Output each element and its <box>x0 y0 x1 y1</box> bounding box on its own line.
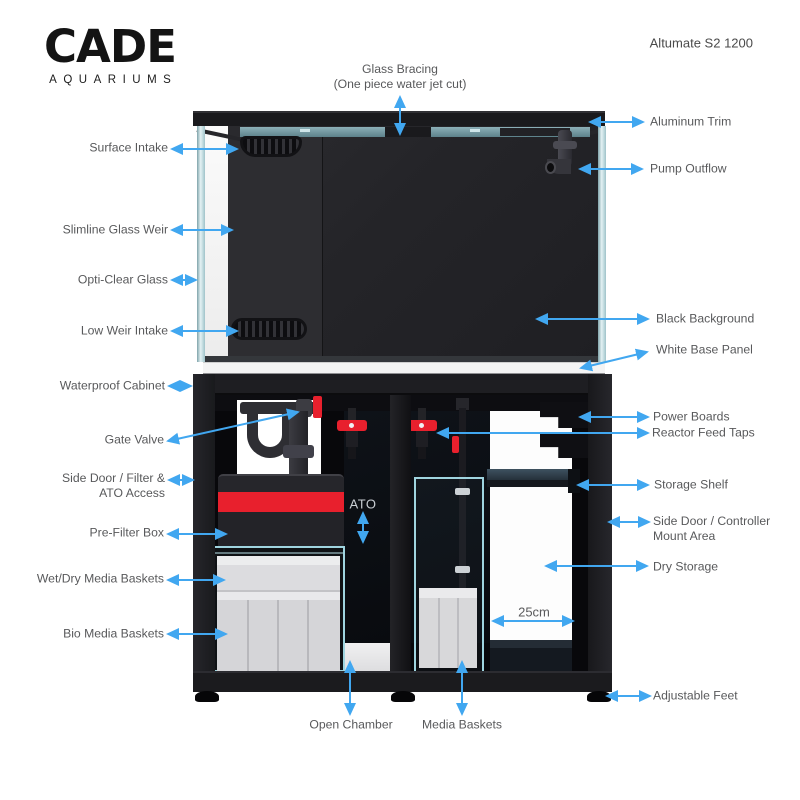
callout-media-baskets: Media Baskets <box>422 717 502 732</box>
cabinet-right-column <box>588 374 612 692</box>
gate-valve-handle <box>313 396 322 418</box>
callout-black-background: Black Background <box>656 311 755 326</box>
bracing-bracket <box>470 129 480 132</box>
callout-reactor-feed-taps: Reactor Feed Taps <box>652 425 755 440</box>
callout-opti-clear-glass: Opti-Clear Glass <box>77 272 168 287</box>
reactor-tap-body <box>416 431 428 447</box>
surface-intake-grate <box>240 136 302 157</box>
glass-panel-right <box>598 126 606 362</box>
bracing-clamp <box>385 127 431 137</box>
cabinet-left-column <box>193 374 215 692</box>
storage-shelf-surface <box>487 469 577 480</box>
dosing-pipe-union <box>455 566 470 573</box>
product-title: Altumate S2 1200 <box>649 35 753 51</box>
callout-white-base-panel: White Base Panel <box>656 342 753 357</box>
reactor-tap-tip <box>418 447 426 459</box>
reactor-tap-dot <box>349 423 354 428</box>
callout-dry-storage: Dry Storage <box>653 559 719 574</box>
callout-surface-intake: Surface Intake <box>89 140 168 155</box>
reactor-tap-stem <box>418 408 426 422</box>
storage-shelf-bracket <box>568 469 580 493</box>
ato-label: ATO <box>349 496 377 512</box>
media-basket <box>419 588 477 668</box>
adjustable-foot <box>195 691 219 702</box>
basket-divider <box>307 600 309 671</box>
cabinet-center-post <box>390 395 411 672</box>
pump-outflow-union <box>553 141 577 149</box>
pre-filter-box-body <box>218 512 344 546</box>
brand-logo: CADE AQUARIUMS <box>40 24 180 86</box>
drain-standpipe <box>289 411 308 477</box>
basket-divider <box>277 600 279 671</box>
storage-shelf-edge <box>487 480 577 487</box>
cabinet-bottom-rail <box>193 671 612 692</box>
cabinet-top-rail <box>193 374 612 395</box>
callout-gate-valve: Gate Valve <box>104 432 164 447</box>
callout-adjustable-feet: Adjustable Feet <box>653 688 738 703</box>
pump-outflow-mouth <box>545 161 556 174</box>
callout-wet-dry-media-baskets: Wet/Dry Media Baskets <box>36 571 164 586</box>
callout-open-chamber: Open Chamber <box>309 717 393 732</box>
callout-pre-filter-box: Pre-Filter Box <box>89 525 165 540</box>
reactor-tap-body <box>346 431 358 447</box>
aluminum-trim-rim <box>193 111 605 126</box>
callout-aluminum-trim: Aluminum Trim <box>650 114 732 129</box>
open-chamber-floor <box>345 643 391 672</box>
brand-subtitle: AQUARIUMS <box>49 74 178 86</box>
low-weir-intake-grate <box>231 318 307 340</box>
tank-side-glass-gap <box>205 126 228 362</box>
basket-divider <box>247 600 249 671</box>
callout-bio-media-baskets: Bio Media Baskets <box>63 626 164 641</box>
glass-panel-left <box>197 126 205 362</box>
standpipe-coupling <box>283 445 314 458</box>
pre-filter-box-lid <box>218 474 344 492</box>
callout-side-door-filter-ato: Side Door / Filter & ATO Access <box>62 471 165 500</box>
wet-dry-media-basket <box>217 556 340 592</box>
pump-outflow-manifold <box>500 128 570 136</box>
reactor-tap-stem <box>348 408 356 422</box>
basket-divider <box>457 598 459 668</box>
adjustable-foot <box>587 691 611 702</box>
callout-power-boards: Power Boards <box>653 409 730 424</box>
pre-filter-box-red-band <box>218 492 344 512</box>
callout-low-weir-intake: Low Weir Intake <box>80 323 168 338</box>
dry-storage-floor <box>490 640 572 671</box>
white-base-panel-strip <box>203 362 605 374</box>
sump-glass-rim <box>214 552 343 554</box>
adjustable-foot <box>391 691 415 702</box>
reactor-tap-dot <box>419 423 424 428</box>
dosing-pipe-union <box>455 488 470 495</box>
dosing-valve-handle <box>452 436 459 453</box>
callout-glass-bracing: Glass Bracing (One piece water jet cut) <box>333 62 467 91</box>
callout-pump-outflow: Pump Outflow <box>650 161 727 176</box>
callout-waterproof-cabinet: Waterproof Cabinet <box>59 378 165 393</box>
basket-divider <box>438 598 440 668</box>
callout-slimline-glass-weir: Slimline Glass Weir <box>62 222 168 237</box>
callout-storage-shelf: Storage Shelf <box>654 477 728 492</box>
dosing-pipe <box>459 408 466 590</box>
dosing-pipe-fitting <box>456 398 469 410</box>
reactor-tap-tip <box>348 447 356 459</box>
bracing-bracket <box>300 129 310 132</box>
callout-side-door-controller: Side Door / Controller Mount Area <box>653 514 771 543</box>
dimension-25cm-label: 25cm <box>518 604 550 620</box>
brand-name: CADE <box>44 20 177 73</box>
tank-floor-line <box>205 356 598 362</box>
